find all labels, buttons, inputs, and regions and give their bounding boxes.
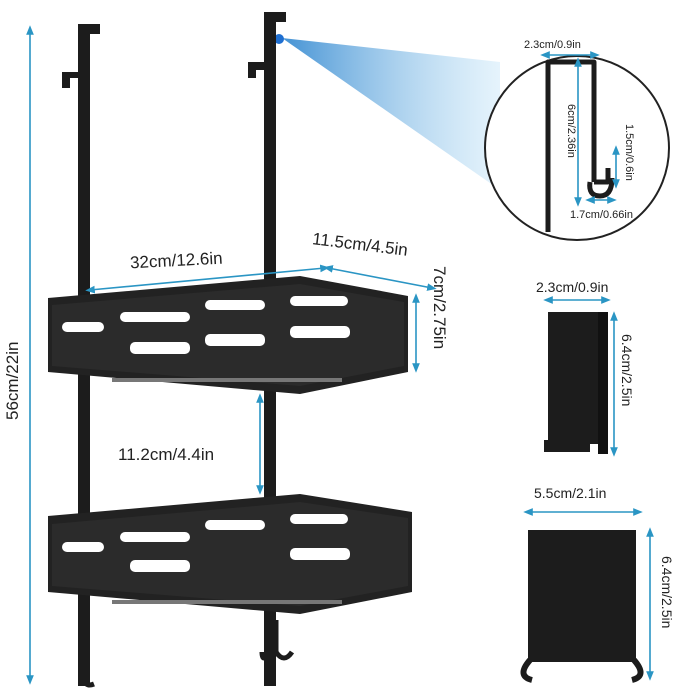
basket-width-label: 32cm/12.6in	[129, 248, 224, 273]
hook-detail-drawing	[545, 59, 615, 232]
callout-point	[274, 34, 284, 44]
total-height-label: 56cm/22in	[3, 341, 22, 420]
basket-depth-line	[323, 265, 437, 291]
hook-width-label: 2.3cm/0.9in	[524, 39, 581, 51]
top-basket	[48, 276, 408, 394]
side-hook-height-label: 6.4cm/2.5in	[619, 334, 635, 407]
dimension-lines	[26, 25, 654, 685]
side-hook-width-label: 2.3cm/0.9in	[536, 279, 609, 295]
front-hook-drawing	[520, 530, 644, 683]
bottom-basket	[48, 494, 412, 614]
hook-gap-label: 1.7cm/0.66in	[570, 209, 633, 221]
front-hook-width-label: 5.5cm/2.1in	[534, 485, 607, 501]
basket-height-label: 7cm/2.75in	[430, 266, 449, 350]
rack-bottom-hooks	[81, 620, 295, 688]
basket-width-line	[85, 264, 330, 294]
side-hook-drawing	[544, 312, 608, 454]
hook-height-label: 1.5cm/0.6in	[623, 124, 635, 181]
callout-beam	[282, 38, 500, 190]
hook-drop-label: 6cm/2.36in	[565, 104, 577, 158]
front-hook-height-label: 6.4cm/2.5in	[659, 556, 675, 629]
basket-spacing-label: 11.2cm/4.4in	[118, 445, 215, 464]
